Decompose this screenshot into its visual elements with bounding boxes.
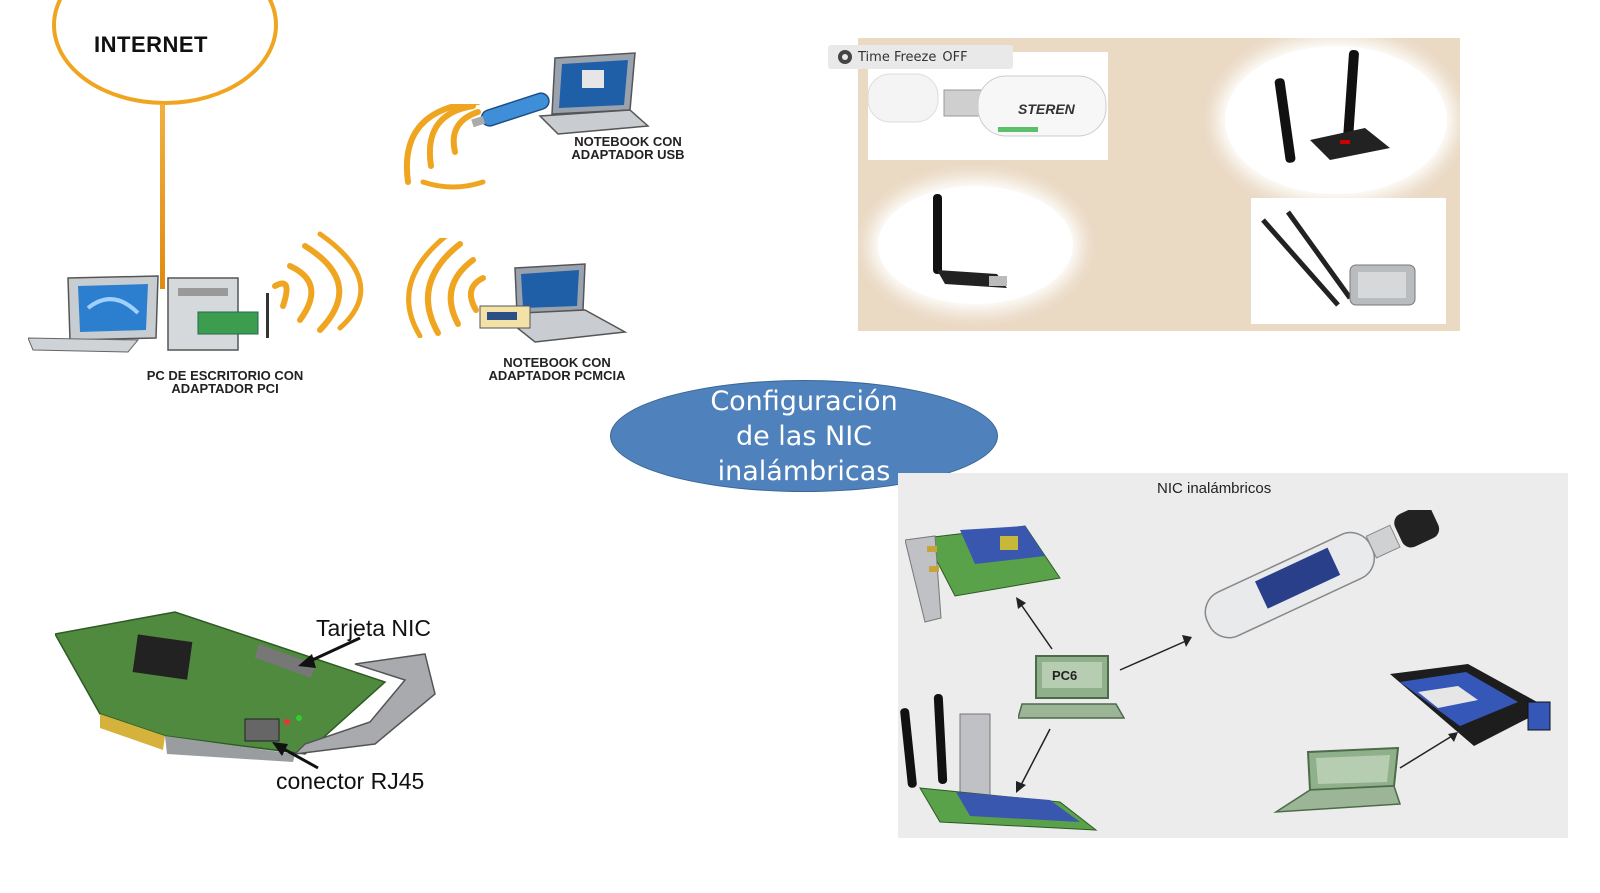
desktop-pc-icon [28, 275, 269, 353]
pci-antenna-card-icon [900, 694, 1098, 831]
pci-wave-icon [272, 231, 364, 333]
conector-rj45-label: conector RJ45 [276, 768, 425, 794]
pcmcia-notebook-icon [479, 263, 628, 343]
usb-wave-icon [403, 104, 486, 190]
pc6-computer-icon: PC6 [1018, 655, 1126, 719]
time-freeze-toolbar[interactable]: Time Freeze OFF [828, 45, 1013, 69]
connector-arrow-icon [272, 742, 319, 770]
time-freeze-label: Time Freeze [858, 49, 937, 65]
pci-caption: PC DE ESCRITORIO CON ADAPTADOR PCI [120, 369, 330, 395]
pcmcia-caption: NOTEBOOK CON ADAPTADOR PCMCIA [468, 356, 646, 382]
pcmcia-caption-line-1: NOTEBOOK CON [503, 355, 611, 370]
time-freeze-icon [838, 50, 852, 64]
steren-brand-text: STEREN [1018, 101, 1076, 117]
title-line-3: inalámbricas [717, 455, 891, 487]
usb-caption-line-1: NOTEBOOK CON [574, 134, 682, 149]
arrow-to-pcmcia-card [1399, 735, 1453, 769]
title-text: Configuración de las NIC inalámbricas [674, 384, 934, 489]
internet-cable [160, 104, 165, 289]
pcmcia-wave-icon [406, 238, 486, 338]
pc6-label: PC6 [1052, 668, 1077, 683]
pci-caption-line-1: PC DE ESCRITORIO CON [146, 368, 304, 383]
arrow-to-pci-antenna-card [1019, 728, 1051, 788]
arrow-to-pci-card [1019, 602, 1053, 650]
nic-card-icon [55, 611, 436, 762]
usb-caption-line-2: ADAPTADOR USB [571, 147, 685, 162]
panel-antenna-adapter-icon [1261, 210, 1416, 307]
pcmcia-card-icon [1390, 664, 1551, 746]
wireless-nic-title: NIC inalámbricos [1157, 480, 1272, 497]
pci-wireless-card-icon [905, 525, 1061, 623]
internet-label: INTERNET [94, 32, 208, 57]
arrow-to-usb-stick [1119, 640, 1187, 671]
steren-usb-icon: STEREN [868, 73, 1107, 137]
usb-wireless-stick-icon [1204, 510, 1440, 639]
time-freeze-state[interactable]: OFF [942, 49, 968, 65]
usb-notebook-icon [471, 52, 650, 135]
pcmcia-caption-line-2: ADAPTADOR PCMCIA [488, 368, 626, 383]
pc6-arrows [1016, 597, 1192, 793]
title-line-1: Configuración [710, 385, 898, 417]
usb-caption: NOTEBOOK CON ADAPTADOR USB [548, 135, 708, 161]
single-antenna-adapter-icon [933, 194, 1007, 288]
dual-antenna-tile [1225, 46, 1447, 194]
card-arrow-icon [298, 636, 361, 668]
dual-antenna-adapter-icon [1274, 50, 1390, 163]
tarjeta-nic-label: Tarjeta NIC [316, 615, 432, 641]
pci-caption-line-2: ADAPTADOR PCI [171, 381, 279, 396]
laptop-icon [1273, 732, 1458, 813]
title-line-2: de las NIC [735, 420, 873, 452]
